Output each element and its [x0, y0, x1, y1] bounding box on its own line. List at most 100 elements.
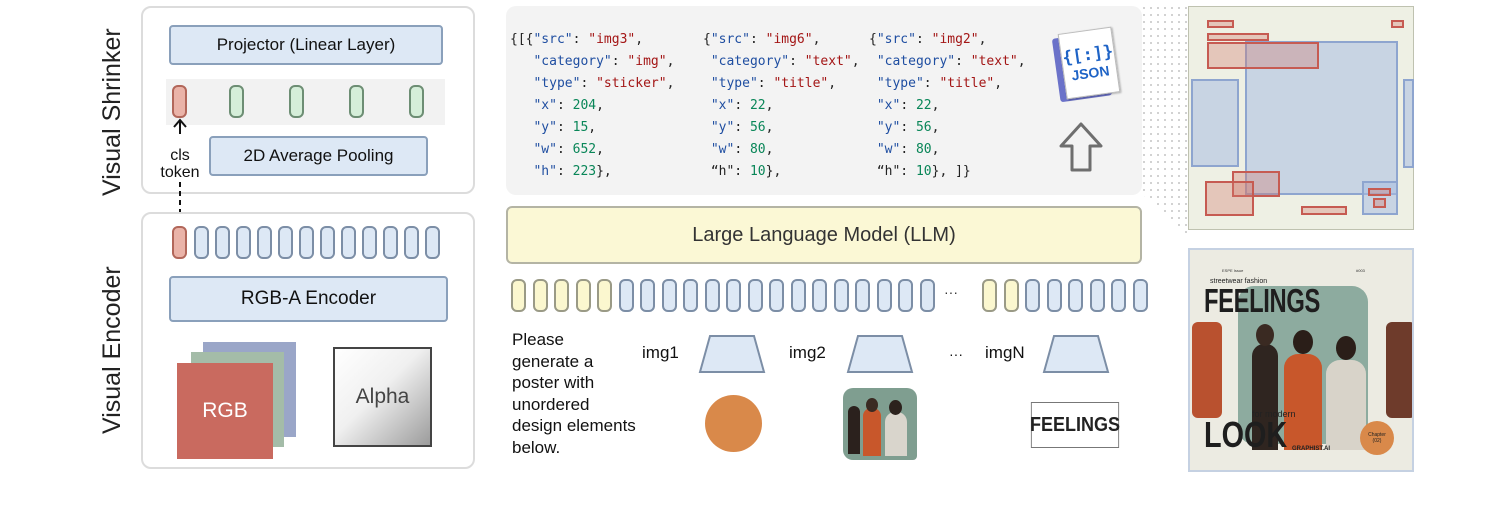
- llm-input-token: [1089, 279, 1105, 312]
- llm-input-token: [855, 279, 870, 312]
- feelings-sticker-label: FEELINGS: [1030, 413, 1121, 436]
- encoder-token: [236, 226, 251, 259]
- json-line: “h": 10},: [703, 164, 782, 179]
- json-line: "x": 22,: [710, 98, 774, 113]
- prompt-line: design elements: [512, 416, 636, 435]
- poster-subline: for modern: [1252, 409, 1296, 419]
- photo-figure-head: [889, 400, 902, 415]
- layout-box-red: [1207, 42, 1319, 69]
- llm-box: Large Language Model (LLM): [506, 206, 1142, 264]
- json-line: "x": 22,: [876, 98, 940, 113]
- prompt-line: generate a: [512, 351, 594, 371]
- llm-input-token: [833, 279, 849, 312]
- imgN-label: imgN: [985, 343, 1025, 362]
- poster-small-left: ESPE Issue: [1222, 268, 1244, 273]
- layout-box-blue: [1191, 79, 1239, 167]
- llm-input-token: [747, 279, 763, 312]
- poster-figure: [1252, 344, 1278, 450]
- poster-figure: [1326, 360, 1366, 450]
- llm-input-token: [640, 279, 655, 312]
- json-line: “h": 10}, ]}: [869, 164, 971, 179]
- rgb-layer-front: RGB: [177, 363, 273, 459]
- encoder-token: [404, 226, 419, 259]
- poster-badge-line1: Chapter: [1368, 432, 1386, 438]
- encoder-token: [299, 226, 314, 259]
- layout-box-red: [1207, 33, 1269, 41]
- llm-input-token: [1111, 279, 1126, 312]
- poster-small-right: #003: [1356, 268, 1365, 273]
- encoder-token: [194, 226, 209, 259]
- photo-thumbnail: [843, 388, 917, 460]
- photo-figure: [848, 406, 860, 454]
- json-line: "type": "sticker",: [533, 76, 675, 91]
- poster-figure: [1284, 354, 1322, 450]
- json-line: "y": 56,: [710, 120, 774, 135]
- json-line: "h": 223},: [533, 164, 612, 179]
- alpha-label: Alpha: [355, 385, 410, 408]
- llm-input-token: [683, 279, 698, 312]
- prompt-line: Please: [512, 330, 564, 349]
- poster-headline2: LOOK: [1204, 414, 1288, 455]
- poster-badge-line2: (02): [1372, 438, 1382, 444]
- poster-photo-left: [1192, 322, 1222, 418]
- json-line: "w": 80,: [876, 142, 940, 157]
- llm-input-token: [618, 279, 634, 312]
- img-ellipsis: ···: [949, 346, 963, 362]
- json-line: "category": "img",: [533, 54, 675, 69]
- layout-box-red: [1391, 20, 1404, 28]
- prompt-line: unordered: [512, 394, 590, 414]
- poster-figure-head: [1336, 336, 1356, 360]
- alpha-channel: Alpha: [333, 347, 432, 447]
- pooled-token: [349, 85, 364, 118]
- llm-input-token: [661, 279, 677, 312]
- layout-box-red: [1301, 206, 1347, 215]
- prompt-line: poster with: [512, 373, 595, 392]
- json-line: {[{"src": "img3",: [510, 32, 644, 47]
- json-line: "x": 204,: [533, 98, 604, 113]
- json-line: "category": "text",: [710, 54, 860, 69]
- llm-input-token: [1068, 279, 1083, 312]
- encoder-token: [425, 226, 440, 259]
- poster-brand: GRAPHIST.AI: [1292, 446, 1331, 452]
- json-file-icon: {[:]} JSON: [1051, 26, 1121, 103]
- json-line: "w": 652,: [533, 142, 604, 157]
- encoder-token: [257, 226, 272, 259]
- layout-box-red: [1207, 20, 1234, 28]
- json-column-3: {"src": "img2", "category": "text", "typ…: [869, 29, 1026, 183]
- poster-figure-head: [1293, 330, 1313, 354]
- llm-input-token: [812, 279, 827, 312]
- encoder-token: [278, 226, 293, 259]
- layout-box-blue: [1245, 41, 1398, 195]
- visual-encoder-label: Visual Encoder: [98, 266, 126, 434]
- cls-label-line2: token: [160, 164, 200, 181]
- cls-label-line1: cls: [170, 147, 190, 164]
- llm-input-token: [726, 279, 741, 312]
- layout-box-red: [1232, 171, 1280, 197]
- poster: ESPE Issue #003 streetwear fashion FEELI…: [1188, 248, 1414, 472]
- encoder-token: [362, 226, 377, 259]
- photo-figure-head: [866, 398, 878, 412]
- pooled-token-row: [166, 79, 445, 125]
- projector-box: Projector (Linear Layer): [169, 25, 443, 65]
- llm-input-token: [704, 279, 720, 312]
- llm-input-token: [790, 279, 806, 312]
- projector-label: Projector (Linear Layer): [216, 35, 396, 54]
- json-line: "y": 56,: [876, 120, 940, 135]
- poster-headline: FEELINGS: [1204, 282, 1320, 319]
- poster-figure-head: [1256, 324, 1274, 346]
- llm-input-token: [1025, 279, 1040, 312]
- cls-token-label: cls token: [152, 147, 208, 181]
- json-line: "type": "title",: [710, 76, 837, 91]
- encoder-token: [341, 226, 356, 259]
- encoder-token: [320, 226, 335, 259]
- layout-box-red: [1373, 198, 1386, 208]
- llm-input-token: [876, 279, 892, 312]
- layout-box-blue: [1403, 79, 1414, 168]
- encoder-token: [215, 226, 230, 259]
- json-line: "w": 80,: [710, 142, 774, 157]
- prompt-line: below.: [512, 437, 561, 457]
- json-line: "category": "text",: [876, 54, 1026, 69]
- imgN-encoder-trapezoid: [1042, 335, 1110, 373]
- json-line: {"src": "img2",: [869, 32, 987, 47]
- img2-label: img2: [789, 343, 826, 362]
